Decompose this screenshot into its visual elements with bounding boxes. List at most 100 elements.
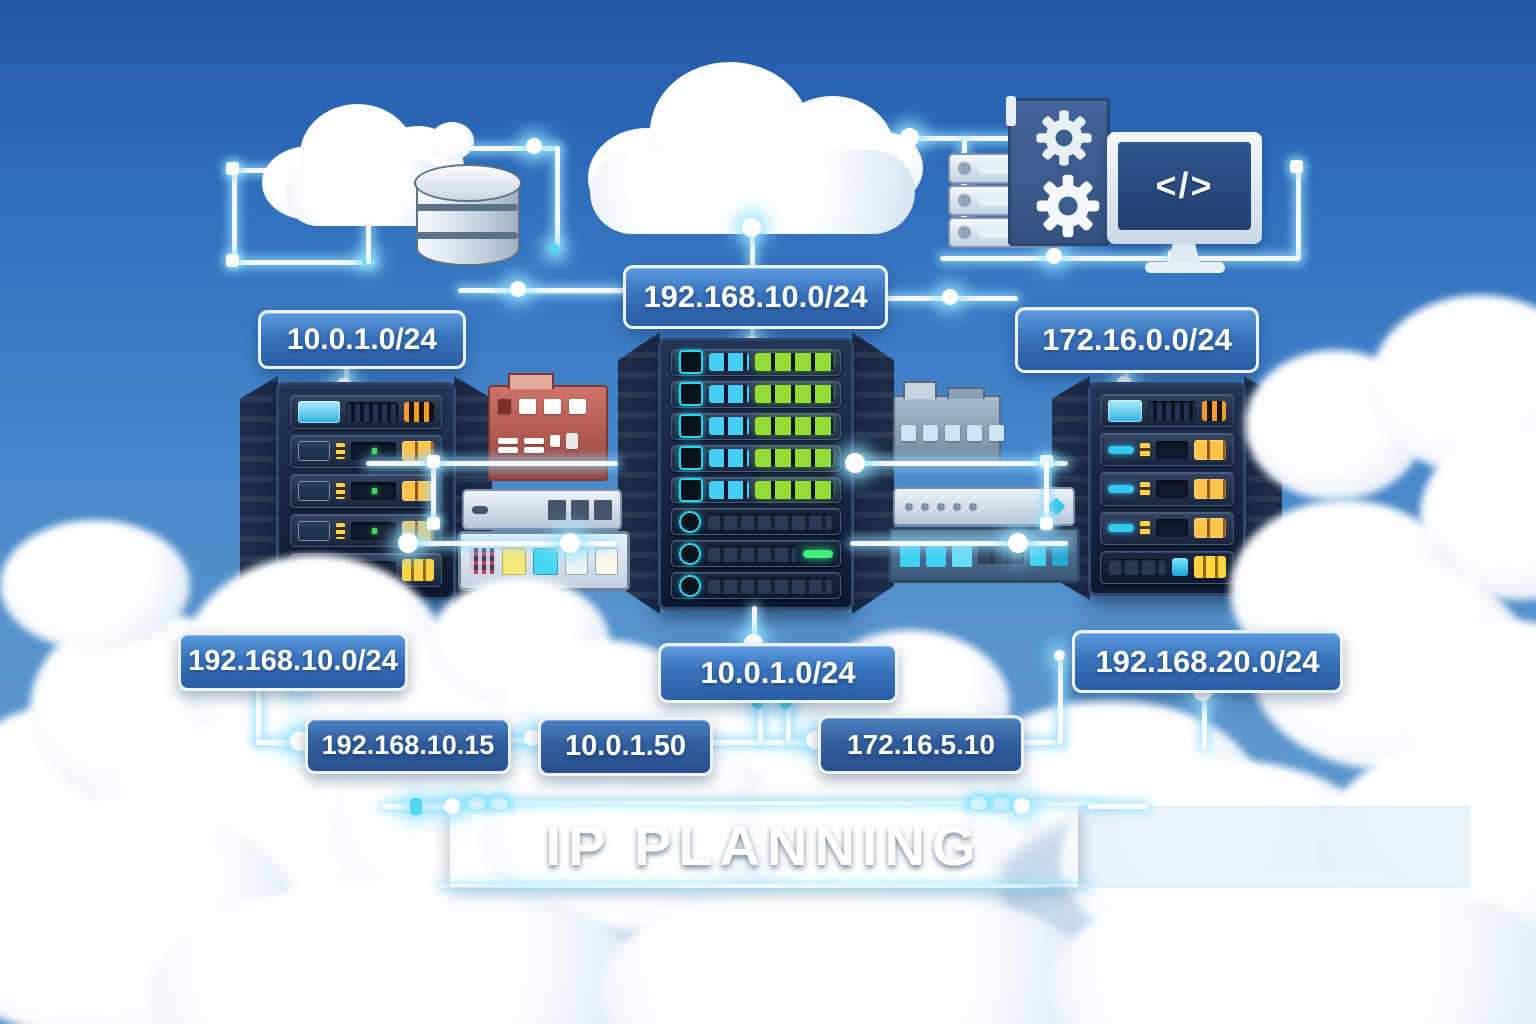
server-unit <box>1100 511 1234 545</box>
host-label: 10.0.1.50 <box>538 717 713 776</box>
module-cyan <box>926 543 946 567</box>
connector-line <box>1088 804 1148 809</box>
window <box>524 447 544 453</box>
monitor-screen: </> <box>1118 142 1251 230</box>
module-cyan <box>952 543 972 567</box>
rack-side-panel <box>852 332 894 614</box>
window <box>550 435 560 447</box>
status-dot <box>937 502 945 511</box>
connector-node <box>444 798 460 814</box>
led-pair <box>1194 518 1226 539</box>
subnet-text: 10.0.1.0/24 <box>286 322 438 356</box>
drive-bay <box>351 521 396 540</box>
vent-grid <box>346 401 398 422</box>
subnet-text: 192.168.10.0/24 <box>643 279 868 314</box>
decorative-curl <box>968 794 990 809</box>
connector-line <box>232 168 237 264</box>
drive-dot <box>958 162 971 175</box>
led-readout <box>1202 400 1226 421</box>
subnet-label: 10.0.1.0/24 <box>258 310 466 369</box>
window <box>498 438 518 444</box>
module-cyan <box>1030 544 1046 566</box>
status-icon <box>679 382 703 407</box>
window <box>923 425 938 441</box>
window <box>524 438 544 444</box>
pixel-grid <box>470 548 495 574</box>
network-switch-icon <box>462 489 622 530</box>
server-unit <box>671 508 841 536</box>
connector-node <box>410 798 422 815</box>
led-column <box>1140 482 1150 496</box>
connector-line <box>706 740 820 745</box>
cloud-puff <box>0 520 190 650</box>
led-strip <box>755 480 833 499</box>
decorative-curl <box>488 794 510 809</box>
connector-node <box>1046 248 1062 264</box>
window <box>498 447 518 453</box>
led-cyan-cells <box>709 417 749 436</box>
banner-edge-line <box>440 884 1090 888</box>
banner-extension <box>1078 806 1470 888</box>
status-screen <box>1108 399 1142 422</box>
status-icon <box>679 350 703 375</box>
server-unit <box>290 513 442 548</box>
subnet-text: 172.16.0.0/24 <box>1042 322 1232 357</box>
status-icon <box>679 510 701 533</box>
window-row <box>498 447 544 453</box>
led-grid <box>402 559 434 582</box>
connector-line <box>256 690 261 744</box>
window <box>967 425 982 441</box>
status-screen <box>298 400 340 423</box>
connector-line <box>758 704 763 742</box>
connector-line <box>752 606 757 652</box>
cyan-cell <box>1172 558 1188 577</box>
status-icon <box>679 477 703 502</box>
subnet-label: 192.168.10.0/24 <box>178 632 408 691</box>
port-slot <box>594 499 612 520</box>
led-pair <box>1194 479 1226 499</box>
server-unit <box>1100 472 1234 506</box>
server-rack-right <box>1052 376 1282 600</box>
gear-icon <box>1036 110 1092 166</box>
led-pair <box>1194 439 1226 460</box>
cyan-indicator <box>1108 445 1134 454</box>
rack-face <box>1088 382 1246 596</box>
subnet-label: 192.168.10.0/24 <box>623 265 888 329</box>
connector-node <box>780 698 791 709</box>
server-unit <box>671 476 841 504</box>
roof-box <box>903 381 937 399</box>
led-column <box>1140 521 1150 536</box>
server-unit <box>1100 394 1234 428</box>
database-band <box>416 204 518 211</box>
panel-tab <box>1006 96 1016 126</box>
status-screen <box>298 480 330 501</box>
window-row <box>901 425 1004 441</box>
building-icon-gray <box>893 381 1004 469</box>
drive-slots <box>707 577 833 594</box>
subnet-label: 172.16.0.0/24 <box>1015 307 1259 373</box>
connector-node <box>1008 533 1028 553</box>
subnet-text: 10.0.1.0/24 <box>700 655 856 690</box>
rack-face <box>658 338 854 610</box>
roof-box <box>508 373 554 389</box>
title-banner: IP PLANNING <box>450 803 1078 887</box>
connector-node <box>549 244 560 255</box>
server-unit <box>1100 433 1234 467</box>
server-unit <box>290 395 442 429</box>
window <box>498 399 511 414</box>
window <box>519 399 536 414</box>
connector-line <box>1202 690 1207 748</box>
rack-face <box>276 382 456 600</box>
module-white <box>595 547 618 575</box>
connector-node <box>560 533 580 553</box>
led-grid <box>1194 556 1226 579</box>
connector-line <box>1044 461 1049 523</box>
module-cyan <box>1052 544 1068 566</box>
connector-node <box>427 517 440 530</box>
connector-line <box>232 260 374 265</box>
led-strip <box>755 449 833 468</box>
subnet-text: 192.168.20.0/24 <box>1095 643 1320 679</box>
page-title: IP PLANNING <box>545 813 983 877</box>
status-screen <box>298 441 330 462</box>
drive-bay <box>351 481 396 500</box>
